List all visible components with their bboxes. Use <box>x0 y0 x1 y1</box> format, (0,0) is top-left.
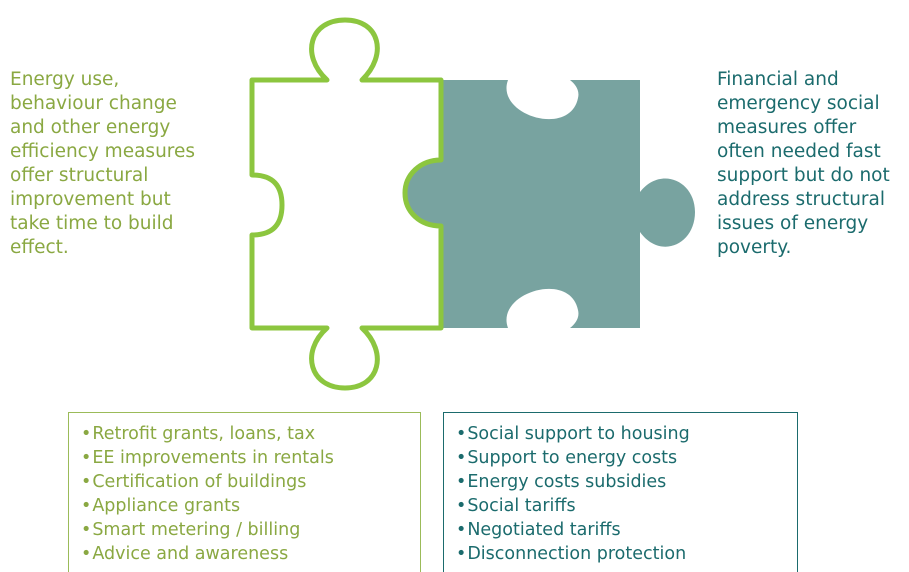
list-item: Social support to housing <box>456 422 797 446</box>
social-measures-description: Financial and emergency social measures … <box>717 69 890 258</box>
list-item: Retrofit grants, loans, tax <box>81 422 420 446</box>
list-item: Appliance grants <box>81 494 420 518</box>
social-measures-puzzle-piece <box>405 80 695 328</box>
structural-measures-list: Retrofit grants, loans, tax EE improveme… <box>68 412 421 572</box>
social-measures-list: Social support to housing Support to ene… <box>443 412 798 572</box>
list-item: Support to energy costs <box>456 446 797 470</box>
list-item: Negotiated tariffs <box>456 518 797 542</box>
structural-measures-description: Energy use, behaviour change and other e… <box>10 69 196 258</box>
structural-measures-puzzle-piece <box>249 17 444 391</box>
list-item: Energy costs subsidies <box>456 470 797 494</box>
list-item: Certification of buildings <box>81 470 420 494</box>
list-item: Disconnection protection <box>456 542 797 566</box>
list-item: Social tariffs <box>456 494 797 518</box>
list-item: EE improvements in rentals <box>81 446 420 470</box>
list-item: Advice and awareness <box>81 542 420 566</box>
list-item: Smart metering / billing <box>81 518 420 542</box>
